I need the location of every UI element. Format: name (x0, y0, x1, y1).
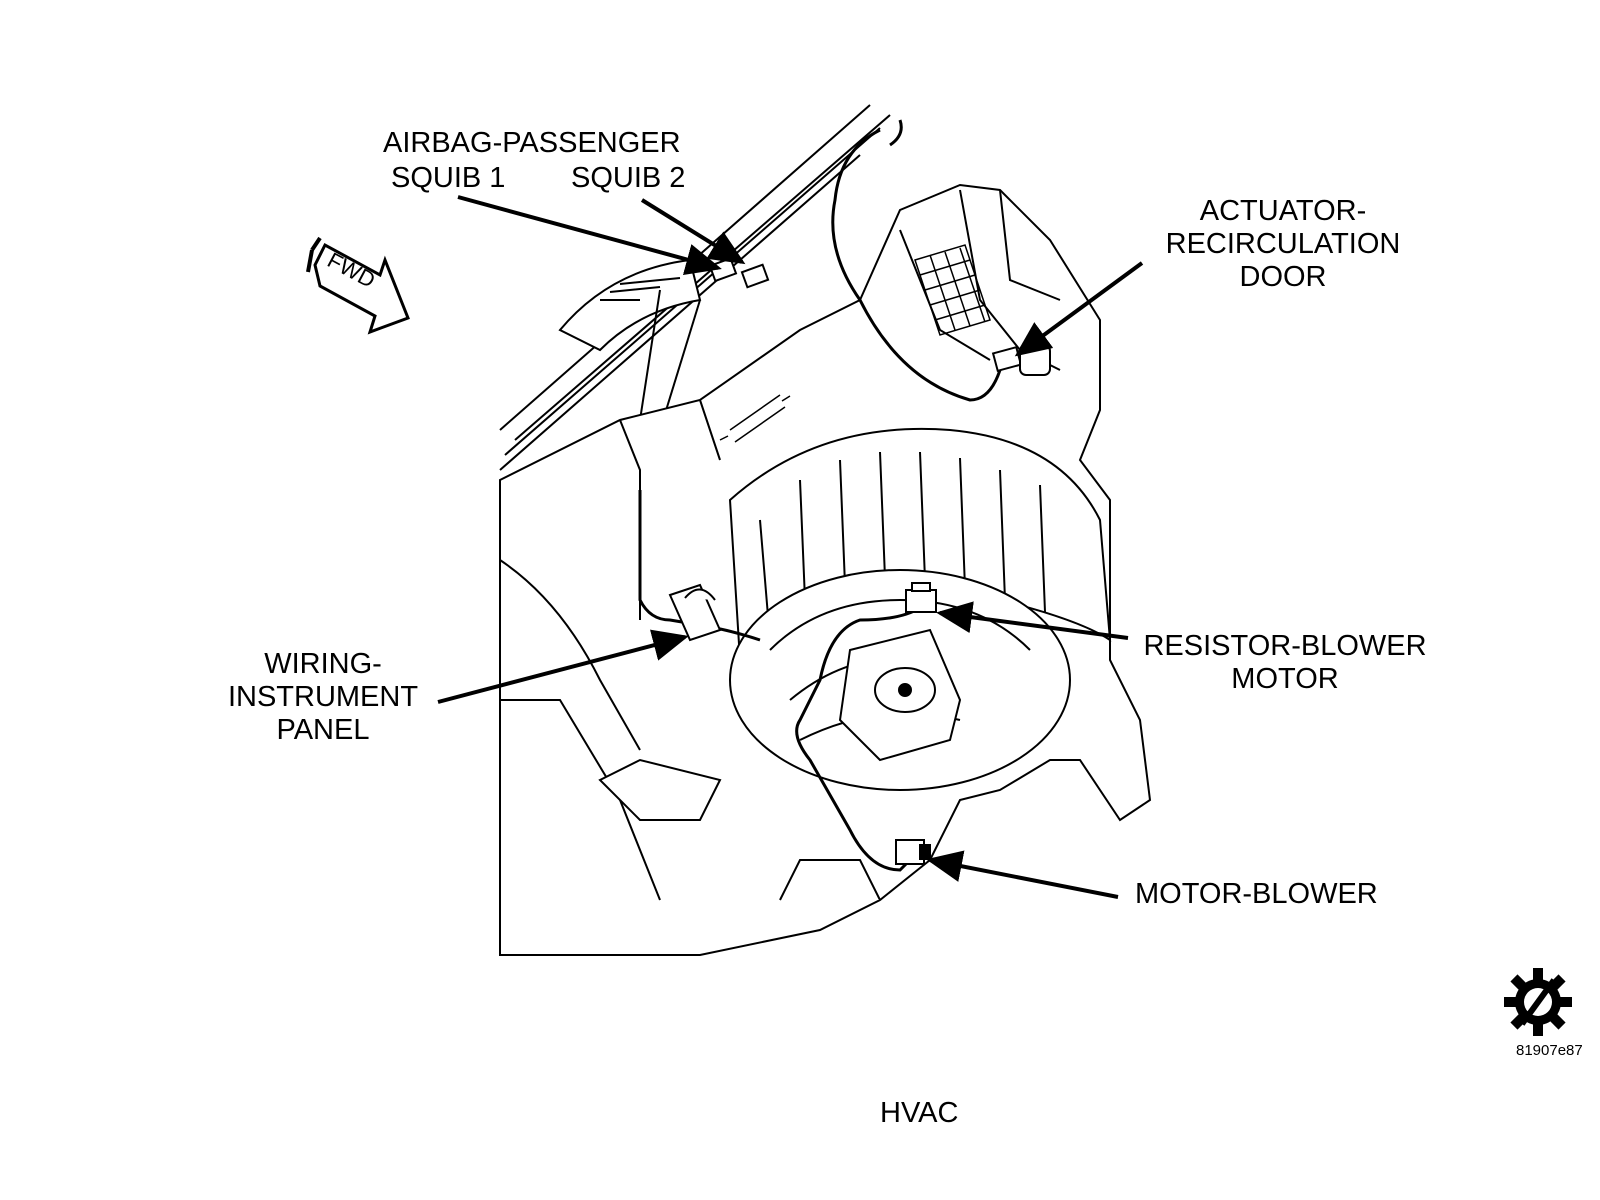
wiring-label-line-2: INSTRUMENT (227, 681, 419, 713)
resistor-label-line-1: RESISTOR-BLOWER (1143, 630, 1427, 662)
resistor-leader (936, 601, 1129, 640)
gear-slash-icon (1504, 968, 1572, 1036)
wiring-label-line-3: PANEL (276, 714, 370, 746)
motor-blower-leader (926, 850, 1119, 899)
blower-motor-body (838, 628, 962, 762)
airbag-passenger-label: AIRBAG-PASSENGER (383, 127, 681, 159)
actuator-label-line-3: DOOR (1239, 261, 1327, 293)
actuator-label-line-1: ACTUATOR- (1199, 195, 1367, 227)
squib1-label: SQUIB 1 (391, 162, 506, 194)
airbag-connectors (708, 257, 770, 289)
actuator-recirculation-door-label: ACTUATOR- RECIRCULATION DOOR (1148, 195, 1418, 294)
resistor-blower-motor-label: RESISTOR-BLOWER MOTOR (1130, 630, 1440, 696)
figure-id: 81907e87 (1516, 1042, 1583, 1059)
leader-arrows (437, 195, 1144, 899)
wiring-clip (668, 583, 722, 642)
wiring-label-line-1: WIRING- (264, 648, 382, 680)
motor-connector (895, 839, 931, 865)
actuator-wire (831, 119, 1002, 402)
motor-blower-label: MOTOR-BLOWER (1135, 878, 1378, 910)
actuator-leader (1014, 261, 1144, 357)
resistor-label-line-2: MOTOR (1231, 663, 1339, 695)
squib1-leader (457, 195, 722, 276)
caption: HVAC (880, 1097, 959, 1129)
wiring-instrument-panel-label: WIRING- INSTRUMENT PANEL (213, 648, 433, 747)
squib2-label: SQUIB 2 (571, 162, 686, 194)
resistor-connector (905, 582, 937, 613)
squib2-leader (640, 198, 746, 265)
wiring-leader (437, 629, 689, 704)
recirculation-grille (914, 244, 991, 336)
actuator-label-line-2: RECIRCULATION (1165, 228, 1401, 260)
fwd-arrow-icon (306, 236, 410, 335)
airflow-marking (719, 394, 791, 443)
